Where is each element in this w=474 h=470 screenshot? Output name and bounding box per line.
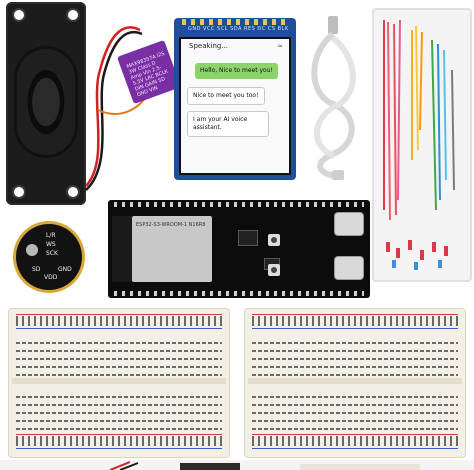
wifi-icon: ≈ (277, 42, 283, 50)
mic-pin-label: SCK (46, 250, 58, 257)
bottom-image-strip (0, 460, 474, 470)
chat-bubble-user: Hello, Nice to meet you! (195, 63, 278, 79)
breadboard (244, 308, 466, 458)
mount-hole (12, 185, 26, 199)
chip (238, 230, 258, 246)
header-pins-top (114, 202, 364, 207)
jumper-wire-box (372, 8, 472, 282)
lcd-pin-label: GND VCC SCL SDA RES DC CS BLK (188, 26, 289, 32)
mount-hole (66, 8, 80, 22)
usb-c-port (334, 256, 364, 280)
mic-port (26, 244, 38, 256)
antenna (112, 216, 132, 282)
amplifier-label: MAX98357A I2S 3W Class D Amp Vin 2.5-5.5… (126, 50, 169, 99)
usb-c-cable (311, 16, 356, 180)
lcd-header-pins (182, 19, 288, 25)
boot-button (268, 234, 280, 246)
mic-pin-label: WS (46, 241, 56, 248)
mic-pin-label: VDD (44, 274, 58, 281)
i2s-microphone: L/R WS SCK SD VDD GND (16, 224, 82, 290)
mic-pin-label: GND (58, 266, 72, 273)
chat-bubble-bot: I am your AI voice assistant. (187, 111, 269, 137)
mount-hole (12, 8, 26, 22)
chat-bubble-bot: Nice to meet you too! (187, 87, 265, 105)
mic-pin-label: L/R (46, 232, 56, 239)
module-label: ESP32-S3-WROOM-1 N16R8 (136, 222, 206, 228)
screen-status-title: Speaking... (189, 42, 229, 50)
speaker-cone (14, 46, 78, 158)
esp32-s3-dev-board: ESP32-S3-WROOM-1 N16R8 (108, 200, 370, 298)
breadboard (8, 308, 230, 458)
mount-hole (66, 185, 80, 199)
wifi-module: ESP32-S3-WROOM-1 N16R8 (132, 216, 212, 282)
jumper-wires (383, 19, 455, 270)
mic-pin-label: SD (32, 266, 41, 273)
lcd-screen: Speaking... ≈ Hello, Nice to meet you! N… (179, 37, 291, 175)
usb-c-port (334, 212, 364, 236)
reset-button (268, 264, 280, 276)
header-pins-bottom (114, 291, 364, 296)
lcd-display-module: GND VCC SCL SDA RES DC CS BLK Speaking..… (174, 18, 296, 180)
speaker (6, 2, 86, 205)
